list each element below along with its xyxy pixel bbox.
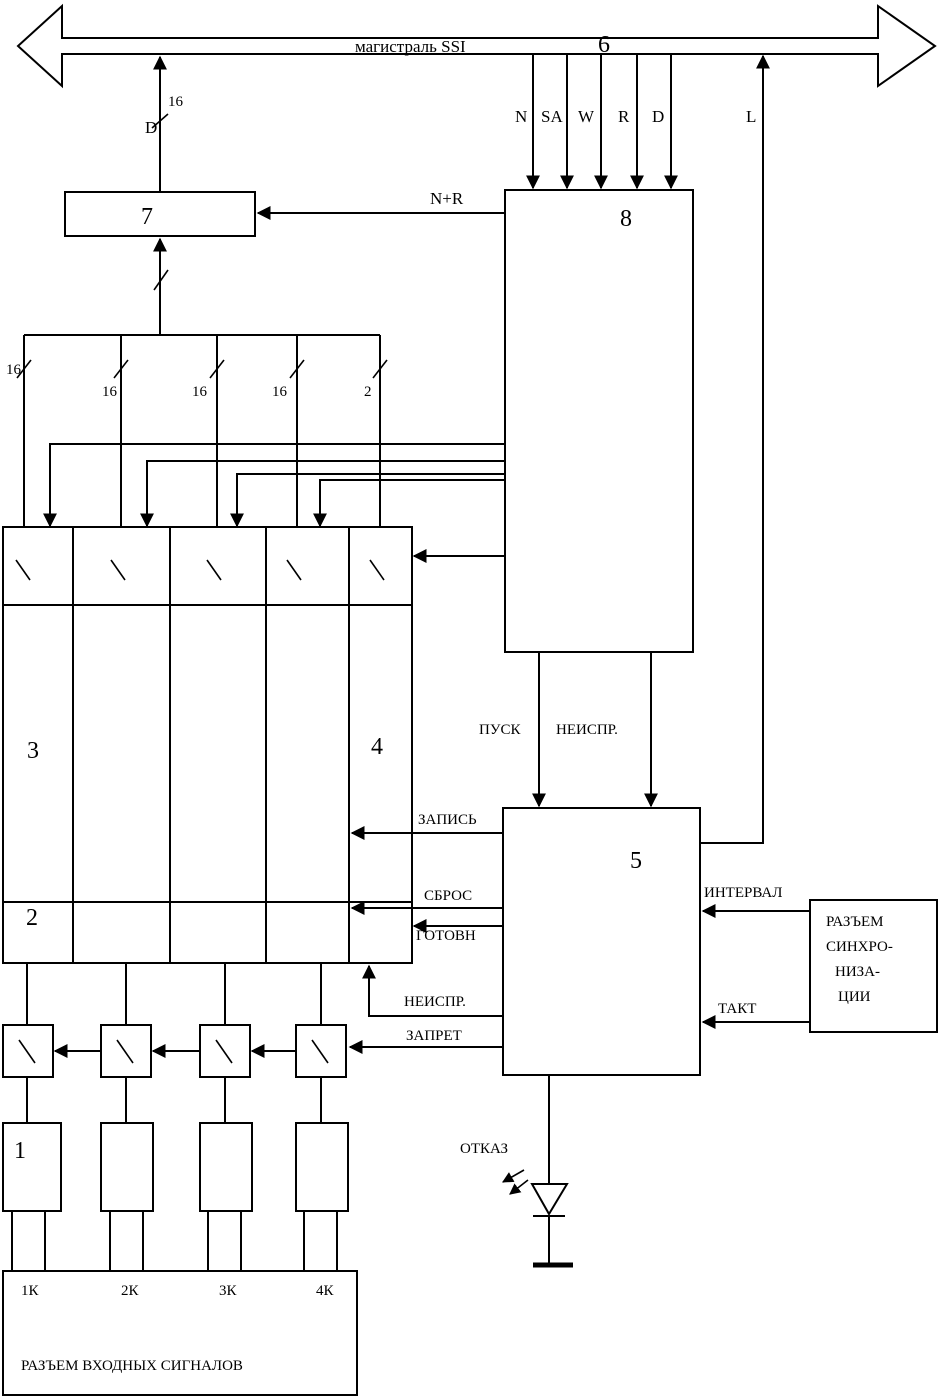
channel-2k-label: 2К	[121, 1283, 140, 1299]
block-4-number: 4	[371, 734, 383, 760]
block-7-output-width: 16	[168, 94, 184, 110]
l-line: L	[700, 54, 770, 844]
sync-line-1: РАЗЪЕМ	[826, 914, 884, 930]
reset-label: СБРОС	[424, 888, 472, 904]
ready-label: ГОТОВН	[416, 928, 476, 944]
signal-n-label: N	[515, 107, 527, 126]
fault-line-upper: НЕИСПР.	[556, 652, 658, 808]
width-label-ch5: 2	[364, 384, 372, 400]
sync-line-2: СИНХРО-	[826, 939, 893, 955]
block-7-output-bus: D 16	[145, 55, 184, 192]
clock-label: ТАКТ	[718, 1001, 756, 1017]
interval-label: ИНТЕРВАЛ	[704, 885, 782, 901]
write-label: ЗАПИСЬ	[418, 812, 477, 828]
bus-signal-lines: N SA W R D	[515, 54, 678, 190]
memory-block: 3 4 2	[2, 526, 413, 964]
input-connector: 1К 2К 3К 4К РАЗЪЕМ ВХОДНЫХ СИГНАЛОВ	[2, 1270, 358, 1396]
sync-line-4: ЦИИ	[838, 989, 871, 1005]
block-2-number: 2	[26, 905, 38, 931]
block-7-output-label: D	[145, 118, 157, 137]
signal-l-label: L	[746, 107, 756, 126]
block-8-control-lines	[43, 443, 505, 563]
start-label: ПУСК	[479, 722, 521, 738]
fault-label-lower: НЕИСПР.	[404, 994, 466, 1010]
block-5-number: 5	[630, 848, 642, 874]
input-blocks: 1	[2, 1077, 349, 1271]
failure-label: ОТКАЗ	[460, 1141, 508, 1157]
n-plus-r-label: N+R	[430, 189, 464, 208]
block-8-number: 8	[620, 206, 632, 232]
channel-4k-label: 4К	[316, 1283, 335, 1299]
sync-line-3: НИЗА-	[835, 964, 880, 980]
inhibit-label: ЗАПРЕТ	[406, 1028, 462, 1044]
channel-3k-label: 3К	[219, 1283, 238, 1299]
input-connector-label: РАЗЪЕМ ВХОДНЫХ СИГНАЛОВ	[21, 1358, 243, 1374]
signal-w-label: W	[578, 107, 595, 126]
block-7: 7	[64, 191, 256, 237]
output-switches	[15, 559, 385, 581]
width-label-ch1: 16	[6, 362, 22, 378]
input-switches	[2, 963, 347, 1078]
bus-number: 6	[598, 32, 610, 58]
block-1-number: 1	[14, 1138, 26, 1164]
n-plus-r-line: N+R	[256, 189, 505, 220]
fault-label-upper: НЕИСПР.	[556, 722, 618, 738]
signal-d-label: D	[652, 107, 664, 126]
width-label-ch3: 16	[192, 384, 208, 400]
block-5: 5	[502, 807, 701, 1076]
block-8: 8	[504, 189, 694, 653]
sync-connector: РАЗЪЕМ СИНХРО- НИЗА- ЦИИ	[809, 899, 938, 1033]
failure-led: ОТКАЗ	[460, 1075, 573, 1268]
width-label-ch2: 16	[102, 384, 118, 400]
block-5-signals: ЗАПИСЬ СБРОС ГОТОВН НЕИСПР. ЗАПРЕТ ИНТЕР…	[348, 812, 810, 1054]
signal-r-label: R	[618, 107, 630, 126]
block-3-number: 3	[27, 738, 39, 764]
signal-sa-label: SA	[541, 107, 563, 126]
width-label-ch4: 16	[272, 384, 288, 400]
start-line: ПУСК	[479, 652, 546, 808]
channel-1k-label: 1К	[21, 1283, 40, 1299]
ssi-bus: магистраль SSI 6	[16, 3, 937, 89]
block-7-number: 7	[141, 204, 153, 230]
bus-label: магистраль SSI	[355, 37, 466, 56]
